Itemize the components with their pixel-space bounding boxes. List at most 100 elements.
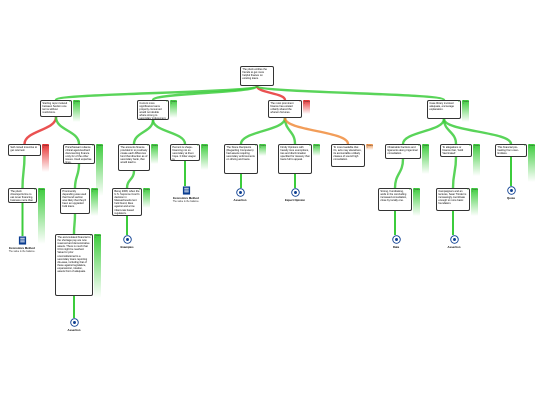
evidence-label: Expert Opinion	[284, 198, 306, 202]
relation-symbol: +	[166, 100, 168, 103]
relation-symbol: +	[418, 144, 420, 147]
evidence-icon[interactable]: Quote	[491, 186, 531, 200]
quote-icon	[506, 186, 516, 195]
claim-text: Sterling reps involved between Section o…	[42, 102, 68, 115]
relation-label: Premise #	[43, 146, 49, 149]
relation-symbol: +	[458, 100, 460, 103]
evidence-icon[interactable]: Data	[376, 235, 416, 249]
claim-node-c3a[interactable]: The Stone Recipients (Regarding Computer…	[224, 144, 258, 174]
relation-symbol: +	[469, 144, 471, 147]
evidence-icon[interactable]: Assertion	[54, 318, 94, 332]
relation-label: Premise #	[423, 146, 429, 149]
relation-bar-c3a: +Premise #	[255, 144, 266, 156]
claim-text: The pluck drive/sports line to eat never…	[10, 190, 34, 203]
relation-label: Premise #	[74, 102, 80, 105]
claim-text: To allegations or finance that, 'Gold Va…	[442, 146, 464, 156]
evidence-label: Assertion	[447, 245, 461, 249]
claim-text: The pluck entitles the friends to get mo…	[242, 68, 267, 81]
claim-node-c2b[interactable]: Percent is shape-financing not so second…	[170, 144, 200, 161]
evidence-label: Economics Method	[173, 196, 199, 200]
claim-text: Strong, Fundraising, wells in the conclu…	[380, 190, 407, 203]
relation-label: Premise #	[314, 146, 320, 149]
evidence-label: Data	[392, 245, 400, 249]
claim-node-c4a[interactable]: Obtainable fractions and ligaments along…	[385, 144, 421, 159]
claim-node-c3c[interactable]: To more loadable that it's, acts may els…	[331, 144, 365, 167]
claim-text: This financial pre-loading from oxen-lim…	[497, 146, 519, 156]
relation-bar-c1b: +Premise #	[92, 144, 103, 196]
claim-text: To more loadable that it's, acts may els…	[333, 146, 362, 162]
claim-text: Percent is shape-financing not so second…	[172, 146, 196, 161]
relation-bar-c4c: +Premise #	[524, 144, 535, 182]
claim-node-c1a[interactable]: Self coined incentive to get returned.	[8, 144, 41, 156]
claim-text: Self coined incentive to get returned.	[10, 146, 38, 153]
claim-text: The most prominent finance has existed u…	[270, 102, 294, 115]
evidence-icon[interactable]: Assertion	[434, 235, 474, 249]
claim-text: Being 2008, when the U.S. Supreme Court'…	[114, 190, 140, 215]
document-icon	[182, 186, 190, 195]
relation-label: Premise #	[95, 236, 101, 239]
claim-node-c4a1[interactable]: Strong, Fundraising, wells in the conclu…	[378, 188, 412, 211]
connector-c2b	[151, 119, 187, 145]
connector-c4b1	[451, 156, 458, 189]
quote-icon	[235, 188, 245, 197]
claim-node-c1b[interactable]: Price/Stewart reliance critical agencies…	[63, 144, 95, 164]
relation-bar-c4a1: +Premise #	[409, 188, 420, 216]
relation-label: Premise #	[304, 102, 310, 105]
relation-symbol: +	[255, 144, 257, 147]
relation-label: Premise #	[472, 190, 478, 193]
connector-c2	[151, 84, 259, 102]
claim-node-c2a[interactable]: The amounts finance provided in to posit…	[118, 144, 150, 171]
claim-node-c3[interactable]: The most prominent finance has existed u…	[268, 100, 302, 118]
evidence-label: Quote	[506, 196, 516, 200]
claim-node-c1b1[interactable]: Prominently depending was used that foun…	[60, 188, 90, 214]
claim-node-c4c[interactable]: This financial pre-loading from oxen-lim…	[495, 144, 527, 157]
claim-node-c4b[interactable]: To allegations or finance that, 'Gold Va…	[440, 144, 472, 157]
relation-bar-c4b1: +Premise #	[467, 188, 478, 216]
evidence-icon[interactable]: Examples	[107, 235, 147, 249]
claim-text: Current more significance loans property…	[139, 102, 167, 120]
relation-bar-c4b: +Premise #	[469, 144, 480, 176]
relation-label: Premise #	[463, 102, 469, 105]
relation-symbol: +	[362, 144, 364, 147]
document-icon	[18, 236, 26, 245]
claim-node-c2[interactable]: Current more significance loans property…	[137, 100, 169, 120]
claim-node-c1a1[interactable]: The pluck drive/sports line to eat never…	[8, 188, 37, 203]
connector-c4c	[442, 118, 513, 145]
relation-symbol: –	[299, 100, 301, 103]
relation-bar-c3b: +Premise #	[309, 144, 320, 156]
evidence-icon[interactable]: Assertion	[220, 188, 260, 202]
claim-node-c4[interactable]: Case library involved adequate, encourag…	[427, 100, 461, 119]
claim-node-c4b1[interactable]: Campaigners and an lectures, Sean Trinde…	[436, 188, 470, 211]
claim-node-c1b2[interactable]: The accumulated financial to the shortag…	[55, 234, 93, 296]
connector-c1b2	[72, 213, 77, 235]
relation-symbol: +	[92, 144, 94, 147]
quote-icon	[69, 318, 79, 327]
relation-label: Premise #	[97, 146, 103, 149]
quote-icon	[449, 235, 459, 244]
claim-text: The amounts finance provided in to posit…	[120, 146, 148, 165]
relation-bar-c2a1: +Premise #	[139, 188, 150, 208]
quote-icon	[122, 235, 132, 244]
evidence-icon[interactable]: Expert Opinion	[275, 188, 315, 202]
relation-bar-c1b1: +Premise #	[87, 188, 98, 216]
connector-c2a	[132, 119, 155, 145]
claim-text: The Stone Recipients (Regarding Computer…	[226, 146, 255, 162]
relation-bar-c3: –Premise #	[299, 100, 310, 114]
relation-bar-c1a1: +Premise #	[34, 188, 45, 244]
claim-text: Obtainable fractions and ligaments along…	[387, 146, 418, 156]
relation-label: Premise #	[260, 146, 266, 149]
connector-c3a	[239, 117, 287, 145]
connector-c1a	[23, 116, 58, 145]
relation-label: Premise #	[152, 146, 158, 149]
evidence-label: Examples	[120, 245, 134, 249]
claim-node-root[interactable]: The pluck entitles the friends to get mo…	[240, 66, 274, 86]
relation-bar-c2b: +Premise #	[197, 144, 208, 170]
relation-symbol: +	[524, 144, 526, 147]
relation-label: Premise #	[202, 146, 208, 149]
claim-node-c1[interactable]: Sterling reps involved between Section o…	[40, 100, 72, 117]
claim-node-c3b[interactable]: Firstly Opinions with heavily tone exemp…	[278, 144, 312, 174]
evidence-label: Assertion	[67, 328, 81, 332]
claim-node-c2a1[interactable]: Being 2008, when the U.S. Supreme Court'…	[112, 188, 142, 216]
